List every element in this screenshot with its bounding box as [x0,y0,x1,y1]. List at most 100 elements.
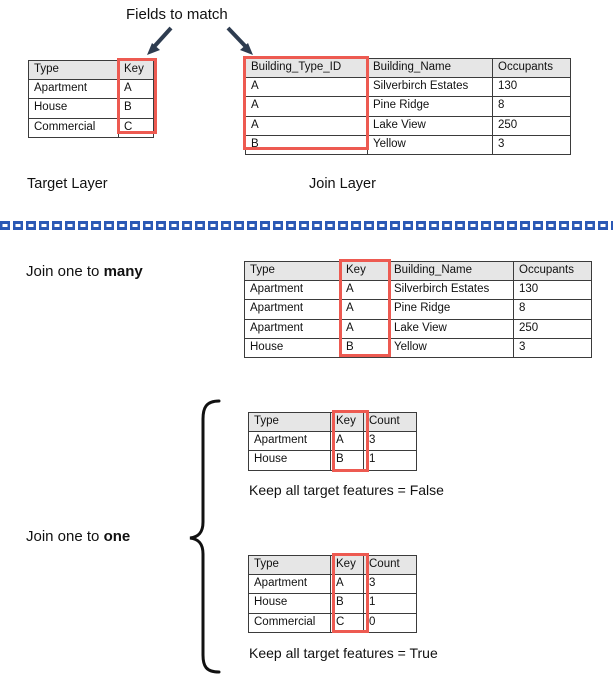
column-header-type: Type [248,554,331,576]
cell-building-type-id: A [245,77,368,98]
table-row: House B 1 [248,450,417,471]
join-one-to-one-prefix: Join one to [26,528,104,545]
table-row: Apartment A Pine Ridge 8 [244,299,592,320]
target-layer-table: Type Key Apartment A House B Commercial … [28,59,154,138]
table-row: House B Yellow 3 [244,337,592,359]
column-header-key: Key [118,59,154,81]
table-row: Commercial C 0 [248,612,417,633]
one-to-many-result-table-wrapper: Type Key Building_Name Occupants Apartme… [244,260,592,359]
cell-type: House [28,98,119,119]
cell-count: 0 [363,612,417,633]
cell-type: Apartment [244,280,341,301]
keep-all-true-label: Keep all target features = True [249,645,438,661]
cell-count: 3 [363,431,417,452]
column-header-building-type-id: Building_Type_ID [245,57,368,79]
table-row: B Yellow 3 [245,134,571,156]
fields-to-match-label: Fields to match [126,6,228,23]
join-one-to-many-label: Join one to many [26,263,143,281]
cell-building-type-id: A [245,115,368,136]
cell-type: Apartment [248,431,331,452]
keep-all-true-value: True [409,645,438,661]
cell-building-name: Pine Ridge [367,96,493,117]
join-one-to-one-bold: one [103,528,131,545]
table-row: House B 1 [248,593,417,614]
table-row: Apartment A 3 [248,574,417,595]
table-row: A Silverbirch Estates 130 [245,77,571,98]
cell-type: Apartment [244,318,341,339]
column-header-type: Type [28,59,119,81]
arrow-to-target-key-icon [147,26,173,55]
keep-all-true-prefix: Keep all target features = [249,645,410,661]
column-header-building-name: Building_Name [388,260,514,282]
join-one-to-many-bold: many [103,263,143,280]
cell-key: A [330,431,364,452]
column-header-occupants: Occupants [513,260,592,282]
divider-pattern-icon [0,219,613,233]
one-to-one-true-table-wrapper: Type Key Count Apartment A 3 House B 1 C… [248,554,417,633]
one-to-one-false-table: Type Key Count Apartment A 3 House B 1 [248,411,417,471]
cell-building-type-id: B [245,134,368,156]
join-layer-caption: Join Layer [309,176,376,192]
cell-count: 3 [363,574,417,595]
cell-building-name: Yellow [388,337,514,359]
table-header-row: Type Key Count [248,411,417,433]
cell-type: Commercial [28,117,119,138]
cell-key: B [330,450,364,471]
cell-building-name: Silverbirch Estates [367,77,493,98]
one-to-many-result-table: Type Key Building_Name Occupants Apartme… [244,260,592,359]
target-layer-table-wrapper: Type Key Apartment A House B Commercial … [28,59,154,138]
cell-type: Apartment [248,574,331,595]
table-row: A Pine Ridge 8 [245,96,571,117]
curly-brace-join-one-to-one-icon [189,399,221,674]
cell-key: B [118,98,154,119]
cell-key: B [340,337,389,359]
cell-count: 1 [363,450,417,471]
table-row: Apartment A 3 [248,431,417,452]
cell-type: House [248,450,331,471]
join-one-to-many-prefix: Join one to [26,263,104,280]
cell-key: B [330,593,364,614]
table-row: A Lake View 250 [245,115,571,136]
table-row: Apartment A [28,79,154,100]
cell-occupants: 130 [513,280,592,301]
column-header-occupants: Occupants [492,57,571,79]
column-header-building-name: Building_Name [367,57,493,79]
join-layer-table: Building_Type_ID Building_Name Occupants… [245,57,571,156]
cell-occupants: 250 [513,318,592,339]
table-header-row: Building_Type_ID Building_Name Occupants [245,57,571,79]
cell-building-type-id: A [245,96,368,117]
column-header-count: Count [363,411,417,433]
cell-key: A [118,79,154,100]
table-header-row: Type Key [28,59,154,81]
table-row: Commercial C [28,117,154,138]
section-divider [0,219,613,233]
join-one-to-one-label: Join one to one [26,528,130,546]
join-layer-table-wrapper: Building_Type_ID Building_Name Occupants… [245,57,571,156]
cell-occupants: 130 [492,77,571,98]
column-header-type: Type [248,411,331,433]
column-header-key: Key [340,260,389,282]
cell-key: A [340,280,389,301]
one-to-one-false-table-wrapper: Type Key Count Apartment A 3 House B 1 [248,411,417,471]
cell-building-name: Yellow [367,134,493,156]
cell-key: C [330,612,364,633]
cell-type: Apartment [28,79,119,100]
table-row: Apartment A Silverbirch Estates 130 [244,280,592,301]
cell-type: House [244,337,341,359]
table-header-row: Type Key Count [248,554,417,576]
cell-building-name: Pine Ridge [388,299,514,320]
cell-key: C [118,117,154,138]
cell-occupants: 3 [492,134,571,156]
cell-type: Apartment [244,299,341,320]
one-to-one-true-table: Type Key Count Apartment A 3 House B 1 C… [248,554,417,633]
cell-key: A [330,574,364,595]
keep-all-false-prefix: Keep all target features = [249,482,410,498]
keep-all-false-label: Keep all target features = False [249,482,444,498]
cell-key: A [340,299,389,320]
cell-building-name: Lake View [388,318,514,339]
keep-all-false-value: False [409,482,444,498]
cell-occupants: 250 [492,115,571,136]
table-row: Apartment A Lake View 250 [244,318,592,339]
cell-occupants: 8 [492,96,571,117]
cell-key: A [340,318,389,339]
